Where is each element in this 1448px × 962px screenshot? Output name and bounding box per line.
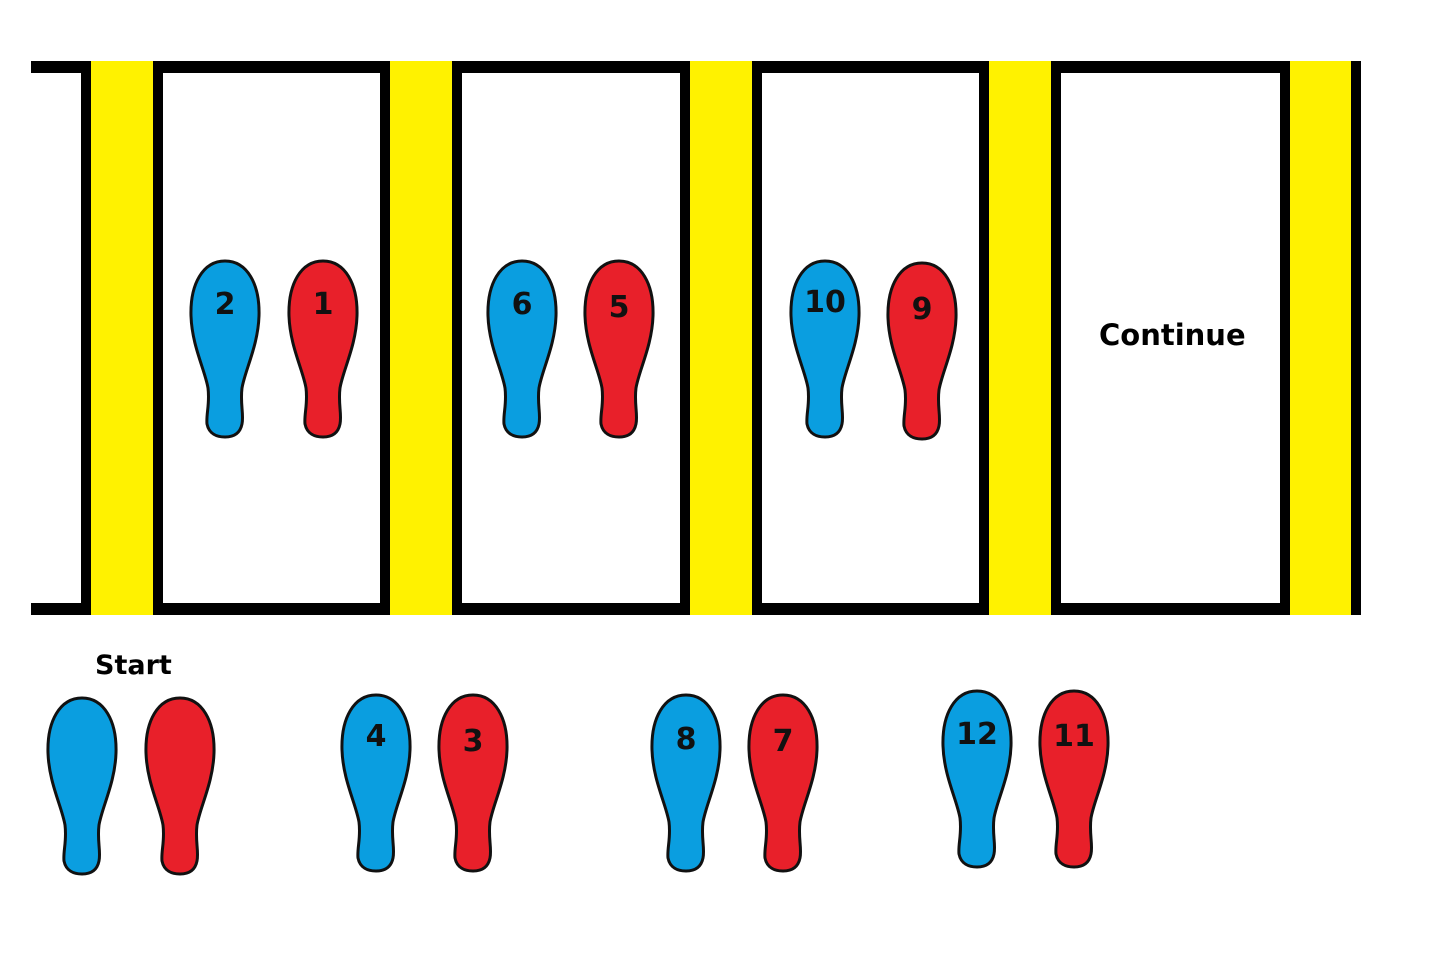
- right-footprint-shape: [144, 696, 216, 876]
- right-footprint-shape: [747, 693, 819, 873]
- step-number: 12: [956, 717, 998, 752]
- step-number: 3: [462, 724, 484, 759]
- left-footprint: 10: [787, 258, 863, 439]
- left-footprint-shape: [789, 259, 861, 439]
- ladder-rung: [979, 61, 1061, 615]
- start-label: Start: [95, 650, 172, 681]
- right-footprint-shape: [287, 259, 359, 439]
- right-footprint-shape: [437, 693, 509, 873]
- left-footprint: 8: [648, 692, 724, 873]
- right-footprint-shape: [886, 261, 958, 441]
- right-footprint: 1: [285, 258, 361, 439]
- step-number: 9: [911, 292, 933, 327]
- left-footprint: 6: [484, 258, 560, 439]
- step-number: 5: [608, 290, 630, 325]
- right-footprint: 7: [745, 692, 821, 873]
- left-footprint-shape: [486, 259, 558, 439]
- right-footprint: [142, 695, 218, 876]
- left-footprint-shape: [340, 693, 412, 873]
- step-number: 11: [1053, 719, 1095, 754]
- right-footprint: 3: [435, 692, 511, 873]
- left-footprint: [44, 695, 120, 876]
- left-footprint-shape: [941, 689, 1013, 869]
- ladder-rung: [1280, 61, 1361, 615]
- left-footprint: 12: [939, 688, 1015, 869]
- step-number: 2: [214, 287, 236, 322]
- ladder-rung: [680, 61, 762, 615]
- left-footprint-shape: [189, 259, 261, 439]
- continue-label: Continue: [1099, 318, 1246, 352]
- right-footprint: 9: [884, 260, 960, 441]
- right-footprint: 11: [1036, 688, 1112, 869]
- step-number: 8: [675, 722, 697, 757]
- step-number: 10: [804, 285, 846, 320]
- ladder-rung: [380, 61, 462, 615]
- step-number: 7: [772, 724, 794, 759]
- right-footprint-shape: [1038, 689, 1110, 869]
- right-footprint-shape: [583, 259, 655, 439]
- right-footprint: 5: [581, 258, 657, 439]
- step-number: 1: [312, 287, 334, 322]
- left-footprint-shape: [650, 693, 722, 873]
- left-footprint-shape: [46, 696, 118, 876]
- left-footprint: 4: [338, 692, 414, 873]
- step-number: 6: [511, 287, 533, 322]
- ladder-rung: [81, 61, 163, 615]
- step-number: 4: [365, 719, 387, 754]
- left-footprint: 2: [187, 258, 263, 439]
